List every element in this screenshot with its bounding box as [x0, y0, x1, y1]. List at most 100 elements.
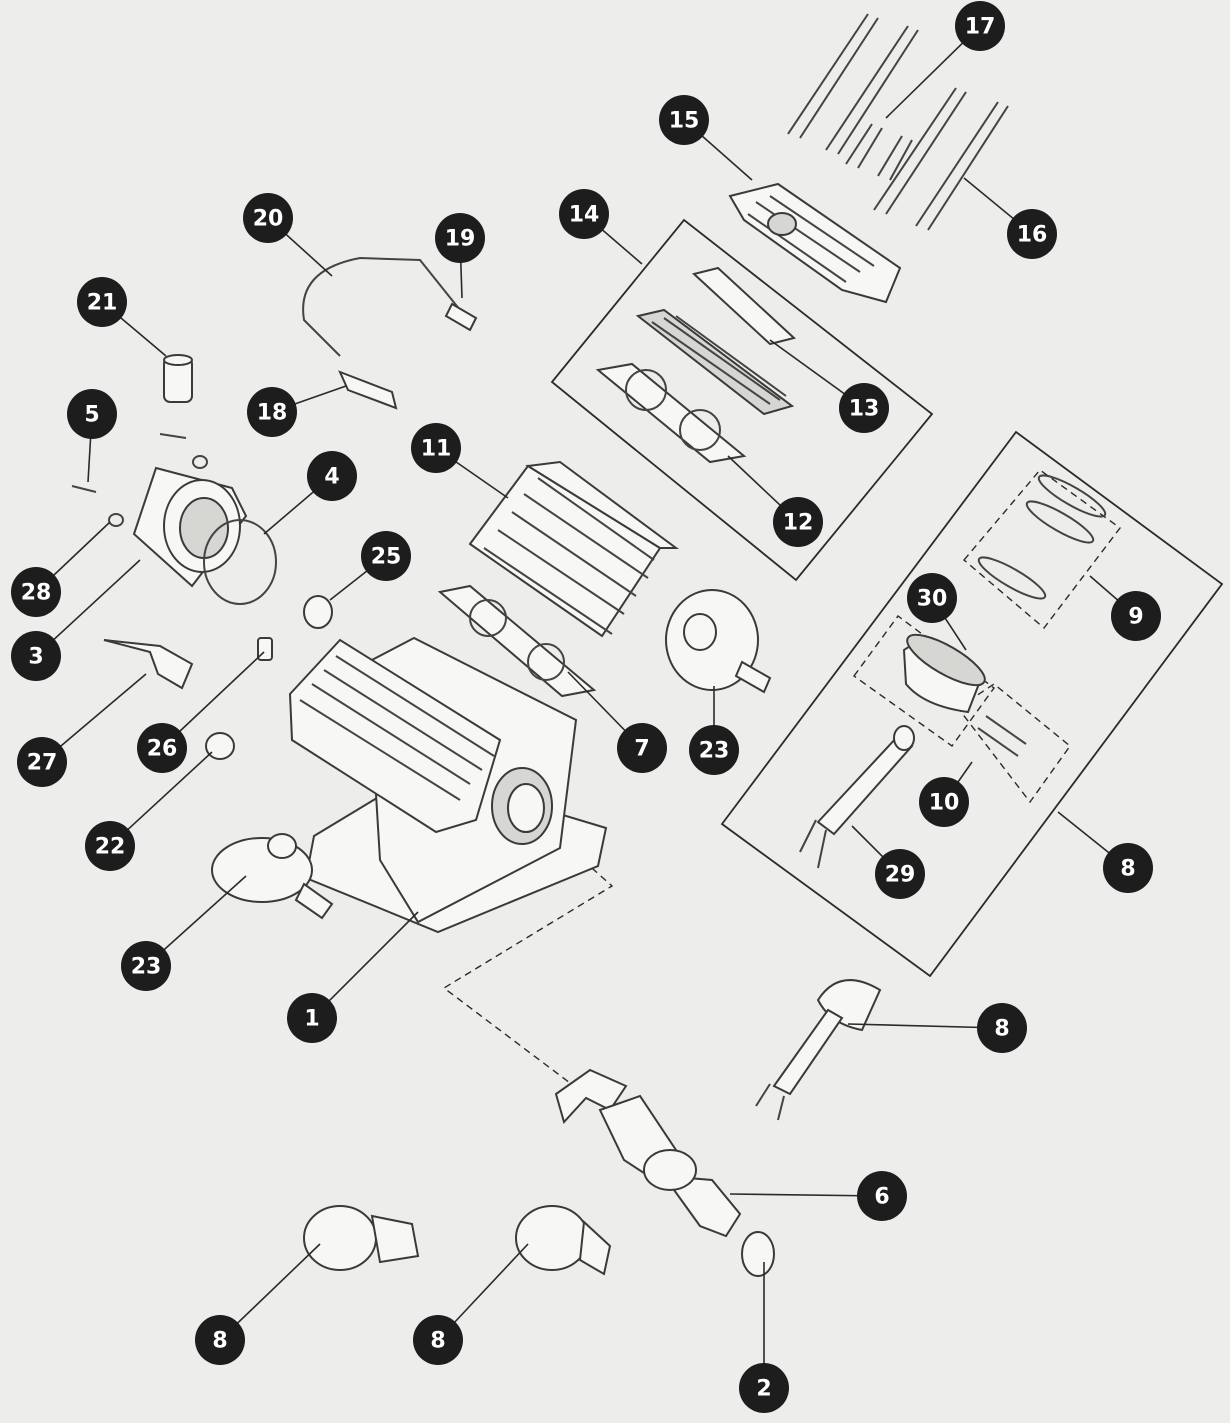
frame-piston — [853, 615, 995, 747]
callout-badge — [773, 497, 823, 547]
callout-number: 29 — [885, 863, 916, 888]
callout-number: 1 — [304, 1007, 319, 1032]
callout-c29: 29 — [851, 825, 925, 899]
callout-c9: 9 — [1089, 575, 1161, 641]
callout-c28: 28 — [11, 521, 111, 617]
callout-badge — [875, 849, 925, 899]
callout-number: 30 — [917, 587, 948, 612]
frame-piston-group — [720, 430, 1224, 978]
callout-number: 16 — [1017, 223, 1048, 248]
callout-number: 14 — [569, 203, 600, 228]
valve-plate-set — [595, 266, 797, 464]
bearing-housing — [71, 433, 277, 605]
callout-number: 15 — [669, 109, 700, 134]
callout-c12: 12 — [727, 455, 823, 547]
callout-badge — [857, 1171, 907, 1221]
callout-number: 10 — [929, 791, 960, 816]
callout-badge — [435, 213, 485, 263]
discharge-pipe — [302, 256, 478, 410]
leader-line — [847, 1023, 1003, 1029]
callout-number: 21 — [87, 291, 118, 316]
callout-badge — [11, 631, 61, 681]
callout-badge — [559, 189, 609, 239]
callout-c26: 26 — [137, 651, 265, 773]
callout-number: 13 — [849, 397, 880, 422]
piston-assembly-bottom-right — [515, 1205, 612, 1276]
callout-number: 28 — [21, 581, 52, 606]
callout-badge — [839, 383, 889, 433]
callout-c1: 1 — [287, 911, 419, 1043]
callout-c21: 21 — [77, 277, 167, 357]
end-cover-left — [211, 833, 334, 920]
callout-number: 20 — [253, 207, 284, 232]
callout-c4: 4 — [263, 451, 357, 535]
callout-badge — [1007, 209, 1057, 259]
callout-c25: 25 — [329, 531, 411, 601]
frame-ring-set — [963, 469, 1121, 630]
callout-number: 8 — [212, 1329, 227, 1354]
callout-badge — [247, 387, 297, 437]
callout-c16: 16 — [963, 177, 1057, 259]
callout-c23b: 23 — [121, 875, 247, 991]
callout-number: 4 — [324, 465, 339, 490]
piston-assembly-bottom-left — [303, 1205, 420, 1271]
callout-badge — [617, 723, 667, 773]
callout-badge — [11, 567, 61, 617]
callout-number: 8 — [430, 1329, 445, 1354]
cylinder-head — [728, 182, 902, 304]
callout-c19: 19 — [435, 213, 485, 299]
callout-badge — [77, 277, 127, 327]
callout-number: 23 — [131, 955, 162, 980]
callout-c8a: 8 — [1057, 811, 1153, 893]
callout-badge — [977, 1003, 1027, 1053]
callout-c3: 3 — [11, 559, 141, 681]
callout-c14: 14 — [559, 189, 643, 265]
callout-badge — [243, 193, 293, 243]
leader-line — [729, 1193, 883, 1197]
piston-parts — [799, 474, 1107, 869]
frame-pin — [956, 683, 1071, 804]
air-filter — [163, 354, 193, 403]
callout-number: 6 — [874, 1185, 889, 1210]
callout-number: 27 — [27, 751, 58, 776]
callout-c8b: 8 — [847, 1003, 1027, 1053]
callout-number: 2 — [756, 1377, 771, 1402]
callout-badge — [17, 737, 67, 787]
callout-badge — [907, 573, 957, 623]
callout-badge — [411, 423, 461, 473]
callout-number: 5 — [84, 403, 99, 428]
callout-number: 22 — [95, 835, 126, 860]
cylinder-block — [468, 460, 680, 638]
callout-c8c: 8 — [195, 1243, 321, 1365]
callout-c6: 6 — [729, 1171, 907, 1221]
callout-c30: 30 — [907, 573, 967, 651]
callout-number: 9 — [1128, 605, 1143, 630]
end-cover-right — [665, 589, 772, 694]
head-bolts — [787, 13, 1009, 231]
callout-number: 25 — [371, 545, 402, 570]
callout-c11: 11 — [411, 423, 509, 499]
callout-badge — [1103, 843, 1153, 893]
callout-c17: 17 — [885, 1, 1005, 119]
callout-badge — [85, 821, 135, 871]
callout-c10: 10 — [919, 761, 973, 827]
frame-cylinder-group — [550, 218, 934, 582]
callout-number: 12 — [783, 511, 814, 536]
callout-badge — [121, 941, 171, 991]
callout-badge — [739, 1363, 789, 1413]
callout-badge — [689, 725, 739, 775]
callout-badge — [195, 1315, 245, 1365]
callout-badge — [919, 777, 969, 827]
callout-c5: 5 — [67, 389, 117, 483]
callout-badge — [307, 451, 357, 501]
callout-number: 19 — [445, 227, 476, 252]
callout-badge — [137, 723, 187, 773]
callout-number: 18 — [257, 401, 288, 426]
callout-number: 8 — [1120, 857, 1135, 882]
callout-c18: 18 — [247, 385, 347, 437]
callout-c8d: 8 — [413, 1243, 529, 1365]
callout-badge — [955, 1, 1005, 51]
crankcase — [288, 636, 608, 934]
callout-number: 7 — [634, 737, 649, 762]
